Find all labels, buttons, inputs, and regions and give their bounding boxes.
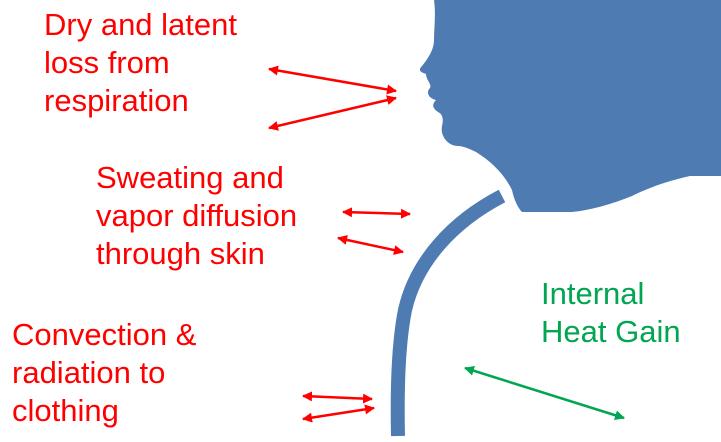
- respiration-label: Dry and latent loss from respiration: [44, 6, 237, 120]
- internal-heat-gain-arrow: [465, 368, 624, 418]
- convection-label-line-3: clothing: [12, 392, 196, 430]
- internal-heat-gain-label-line-2: Heat Gain: [541, 313, 681, 351]
- convection-label-line-2: radiation to: [12, 354, 196, 392]
- convection-label: Convection & radiation to clothing: [12, 316, 196, 430]
- respiration-arrow-lower: [269, 98, 396, 128]
- internal-heat-gain-label: Internal Heat Gain: [541, 275, 681, 351]
- internal-heat-gain-label-line-1: Internal: [541, 275, 681, 313]
- skin-arrow-upper: [343, 212, 410, 214]
- clothing-arrow-lower: [303, 408, 374, 419]
- head-silhouette: [420, 0, 721, 212]
- convection-label-line-1: Convection &: [12, 316, 196, 354]
- sweating-label: Sweating and vapor diffusion through ski…: [96, 159, 297, 273]
- clothing-arrow-upper: [303, 396, 372, 399]
- sweating-label-line-1: Sweating and: [96, 159, 297, 197]
- sweating-label-line-3: through skin: [96, 235, 297, 273]
- respiration-label-line-2: loss from: [44, 44, 237, 82]
- skin-arrow-lower: [338, 238, 403, 252]
- respiration-label-line-3: respiration: [44, 82, 237, 120]
- neck-back-curve: [398, 196, 502, 436]
- respiration-label-line-1: Dry and latent: [44, 6, 237, 44]
- sweating-label-line-2: vapor diffusion: [96, 197, 297, 235]
- respiration-arrow-upper: [269, 69, 396, 91]
